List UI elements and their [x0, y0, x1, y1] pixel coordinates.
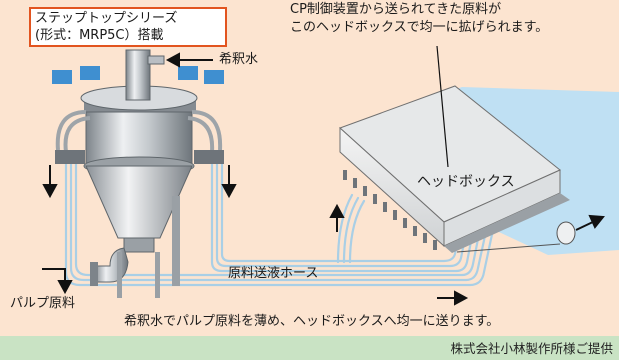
hose-label: 原料送液ホース: [228, 266, 319, 281]
dilution-water-label: 希釈水: [219, 52, 259, 67]
credit-text: 株式会社小林製作所様ご提供: [450, 341, 613, 356]
headbox-nozzles: [343, 170, 437, 250]
summary-text: 希釈水でパルプ原料を薄め、ヘッドボックスへ均一に送ります。: [124, 314, 500, 329]
headbox-caption-line2: このヘッドボックスで均一に拡げられます。: [290, 20, 549, 35]
headbox-unit: [339, 85, 576, 253]
headbox-label: ヘッドボックス: [417, 174, 515, 190]
flow-arrows: [42, 52, 605, 306]
feed-hoses: [64, 158, 496, 287]
callout-line2: (形式：MRP5C）搭載: [35, 28, 164, 43]
headbox-caption-line1: CP制御装置から送られてきた原料が: [290, 2, 502, 17]
headbox-pointer-line: [436, 45, 449, 168]
pulp-label: パルプ原料: [10, 296, 76, 311]
mixer-machine: [52, 49, 224, 298]
footer-bar: 株式会社小林製作所様ご提供: [0, 336, 619, 360]
stepstop-callout: ステップトップシリーズ (形式：MRP5C）搭載: [29, 7, 227, 47]
callout-line1: ステップトップシリーズ: [35, 11, 178, 26]
